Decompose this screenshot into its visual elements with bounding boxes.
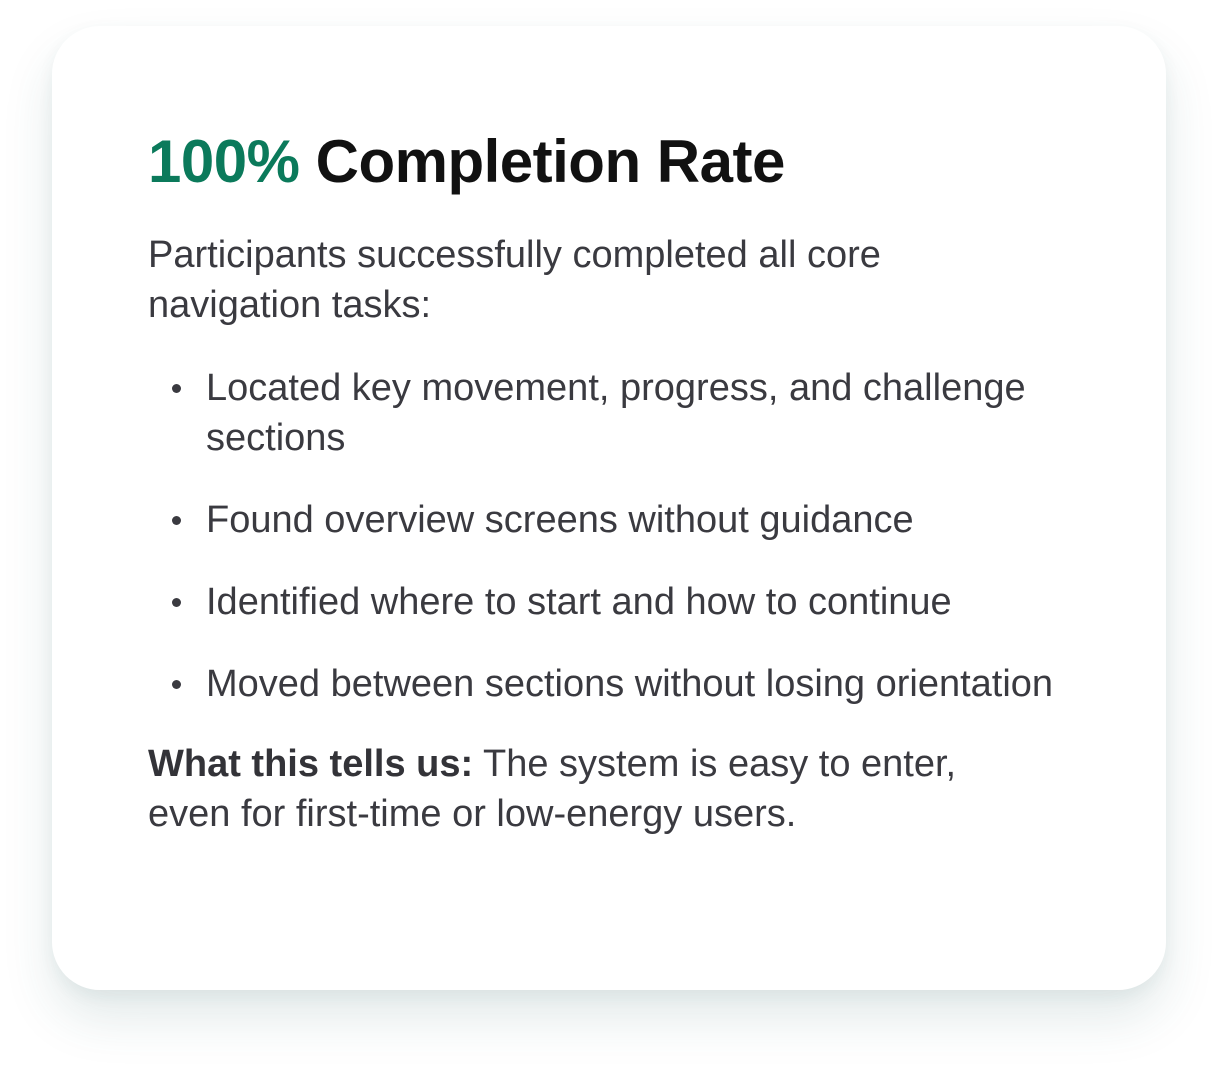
list-item: Found overview screens without guidance — [172, 495, 1106, 545]
bullet-icon — [172, 384, 181, 393]
task-text: Identified where to start and how to con… — [206, 581, 952, 623]
list-item: Moved between sections without losing or… — [172, 659, 1106, 709]
summary-text: What this tells us: The system is easy t… — [148, 739, 1018, 839]
card-title: 100% Completion Rate — [148, 132, 1070, 192]
task-text: Found overview screens without guidance — [206, 499, 914, 541]
bullet-icon — [172, 516, 181, 525]
bullet-icon — [172, 598, 181, 607]
list-item: Located key movement, progress, and chal… — [172, 363, 1106, 463]
list-item: Identified where to start and how to con… — [172, 577, 1106, 627]
summary-body: The system is easy to enter, even for fi… — [148, 743, 957, 835]
summary-lead: What this tells us: — [148, 743, 474, 785]
title-text: Completion Rate — [315, 128, 786, 195]
task-text: Moved between sections without losing or… — [206, 663, 1054, 705]
completion-percentage: 100% — [148, 128, 300, 195]
bullet-icon — [172, 680, 181, 689]
task-list: Located key movement, progress, and chal… — [148, 363, 1106, 709]
completion-rate-card: 100% Completion Rate Participants succes… — [52, 26, 1166, 990]
task-text: Located key movement, progress, and chal… — [206, 367, 1026, 459]
intro-text: Participants successfully completed all … — [148, 234, 881, 326]
